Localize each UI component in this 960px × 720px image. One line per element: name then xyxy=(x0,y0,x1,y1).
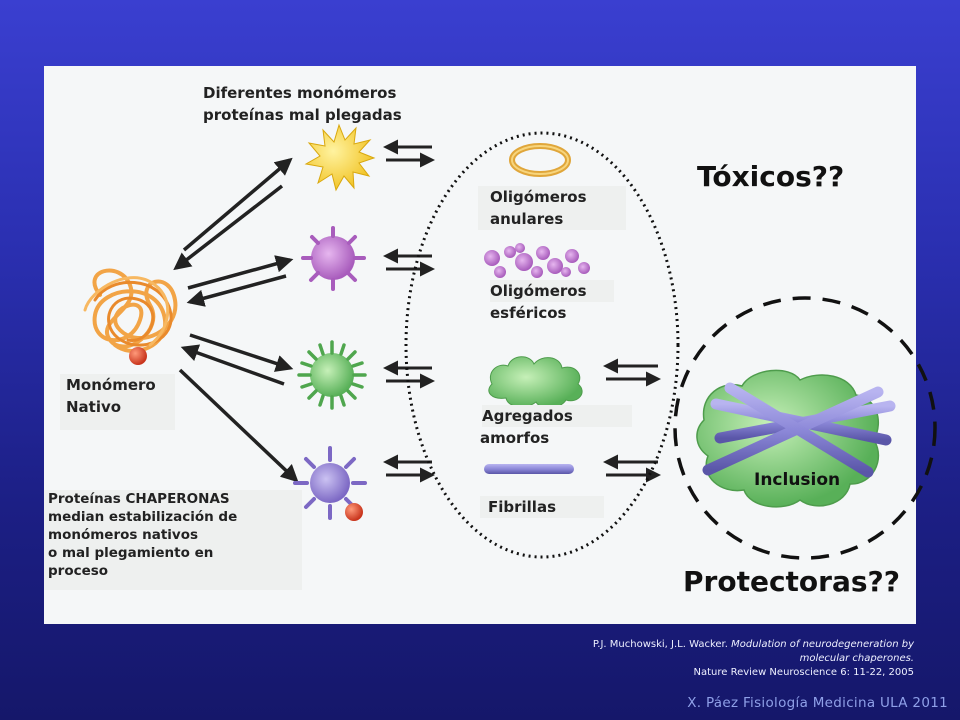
citation-title-part1: Modulation of neurodegeneration by xyxy=(731,639,914,650)
citation-title-part2: molecular chaperones. xyxy=(799,653,914,664)
protective-headline: Protectoras?? xyxy=(683,565,901,598)
fibril xyxy=(484,464,574,474)
native-monomer-tangle xyxy=(83,268,178,353)
protective-inclusion-circle xyxy=(673,296,937,560)
native-label: Monómero Nativo xyxy=(60,374,175,430)
citation-journal: Nature Review Neuroscience 6: 11-22, 200… xyxy=(693,667,914,678)
chaperones-label-line1: Proteínas CHAPERONAS xyxy=(48,491,230,507)
chaperones-label-line5: proceso xyxy=(48,563,109,579)
slide-credit: X. Páez Fisiología Medicina ULA 2011 xyxy=(687,695,948,711)
fibrils-label: Fibrillas xyxy=(480,496,604,518)
spherical-oligomers xyxy=(484,243,590,278)
native-monomer-arrows xyxy=(173,157,299,483)
chaperones-label: Proteínas CHAPERONAS median estabilizaci… xyxy=(44,490,302,590)
chaperones-label-line4: o mal plegamiento en xyxy=(48,545,214,561)
monomers-label-line2: proteínas mal plegadas xyxy=(203,106,402,124)
chaperones-label-line3: monómeros nativos xyxy=(48,527,199,543)
inclusion-body xyxy=(696,369,896,508)
spherical-label-line1: Oligómeros xyxy=(490,280,614,302)
native-red-dot xyxy=(129,347,147,365)
amorphous-aggregate xyxy=(488,356,583,409)
annular-label: Oligómeros anulares xyxy=(478,186,626,230)
annular-label-line2: anulares xyxy=(490,210,564,228)
monomers-label: Diferentes monómeros proteínas mal plega… xyxy=(203,82,402,126)
amorphous-label-line2: amorfos xyxy=(480,429,550,447)
monomers-label-line1: Diferentes monómeros xyxy=(203,84,397,102)
toxic-oligomer-ellipse xyxy=(404,131,680,559)
native-label-line2: Nativo xyxy=(66,398,122,416)
amorphous-label: Agregados amorfos xyxy=(432,405,632,449)
citation-authors: P.J. Muchowski, J.L. Wacker. xyxy=(592,639,728,650)
violet-red-dot xyxy=(345,503,363,521)
annular-label-line1: Oligómeros xyxy=(490,188,587,206)
toxic-headline: Tóxicos?? xyxy=(697,160,845,193)
citation-line1: P.J. Muchowski, J.L. Wacker. Modulation … xyxy=(474,638,914,652)
citation: P.J. Muchowski, J.L. Wacker. Modulation … xyxy=(474,638,914,680)
amorphous-label-line1: Agregados xyxy=(482,405,632,427)
inclusion-label: Inclusion xyxy=(754,470,840,490)
annular-oligomer-highlight xyxy=(511,145,569,175)
spherical-label-line2: esféricos xyxy=(490,304,567,322)
spherical-label: Oligómeros esféricos xyxy=(440,280,614,324)
native-label-line1: Monómero xyxy=(66,376,156,394)
yellow-misfolded-monomer xyxy=(304,123,376,192)
chaperones-label-line2: median estabilización de xyxy=(48,509,238,525)
purple-misfolded-monomer xyxy=(301,226,366,291)
green-misfolded-monomer xyxy=(297,340,367,410)
